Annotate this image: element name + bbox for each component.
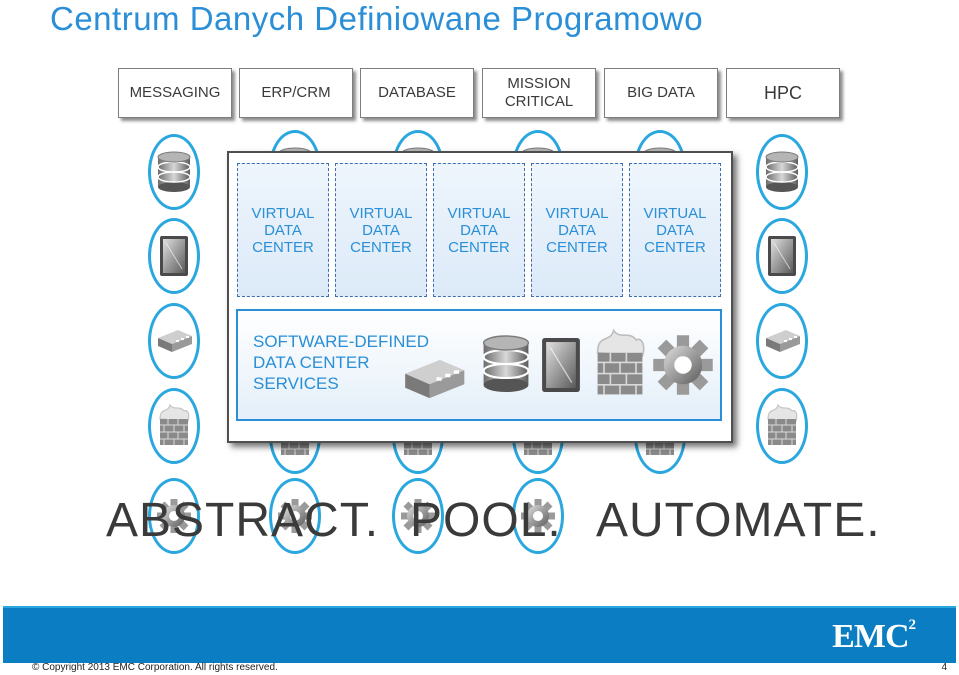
gear-icon <box>392 478 444 554</box>
sddc-services-label: SOFTWARE-DEFINED DATA CENTER SERVICES <box>253 332 429 393</box>
page-title: Centrum Danych Definiowane Programowo <box>50 0 704 37</box>
app-mission-critical: MISSION CRITICAL <box>482 68 596 118</box>
software-defined-dc-panel: VIRTUAL DATA CENTER VIRTUAL DATA CENTER … <box>227 151 733 443</box>
network-switch-icon <box>405 359 465 399</box>
firewall-icon <box>148 388 200 464</box>
network-switch-icon <box>148 303 200 379</box>
application-bar: MESSAGING ERP/CRM DATABASE MISSION CRITI… <box>118 68 842 120</box>
gear-icon <box>269 478 321 554</box>
database-icon <box>148 134 200 210</box>
app-database: DATABASE <box>360 68 474 118</box>
app-hpc: HPC <box>726 68 840 118</box>
app-erp-crm: ERP/CRM <box>239 68 353 118</box>
page-number: 4 <box>941 662 947 673</box>
virtual-data-center-5: VIRTUAL DATA CENTER <box>629 163 721 297</box>
app-big-data: BIG DATA <box>604 68 718 118</box>
app-messaging: MESSAGING <box>118 68 232 118</box>
gear-icon <box>653 335 713 395</box>
gear-icon <box>148 478 200 554</box>
network-switch-icon <box>756 303 808 379</box>
slogan-abstract: ABSTRACT. <box>106 494 380 547</box>
storage-tablet-icon <box>541 337 581 393</box>
firewall-icon <box>596 329 645 396</box>
firewall-icon <box>756 388 808 464</box>
database-icon <box>756 134 808 210</box>
slogan-pool: POOL. <box>410 494 562 547</box>
footer-bar <box>3 606 956 663</box>
gear-icon <box>512 478 564 554</box>
database-icon <box>482 334 530 394</box>
virtual-data-center-2: VIRTUAL DATA CENTER <box>335 163 427 297</box>
virtual-data-center-3: VIRTUAL DATA CENTER <box>433 163 525 297</box>
slogan-automate: AUTOMATE. <box>596 494 881 547</box>
storage-tablet-icon <box>756 218 808 294</box>
storage-tablet-icon <box>148 218 200 294</box>
emc-logo: EMC2 <box>832 617 916 655</box>
sddc-services-box: SOFTWARE-DEFINED DATA CENTER SERVICES <box>236 309 722 421</box>
virtual-data-center-1: VIRTUAL DATA CENTER <box>237 163 329 297</box>
copyright-text: © Copyright 2013 EMC Corporation. All ri… <box>32 662 278 673</box>
virtual-data-center-4: VIRTUAL DATA CENTER <box>531 163 623 297</box>
